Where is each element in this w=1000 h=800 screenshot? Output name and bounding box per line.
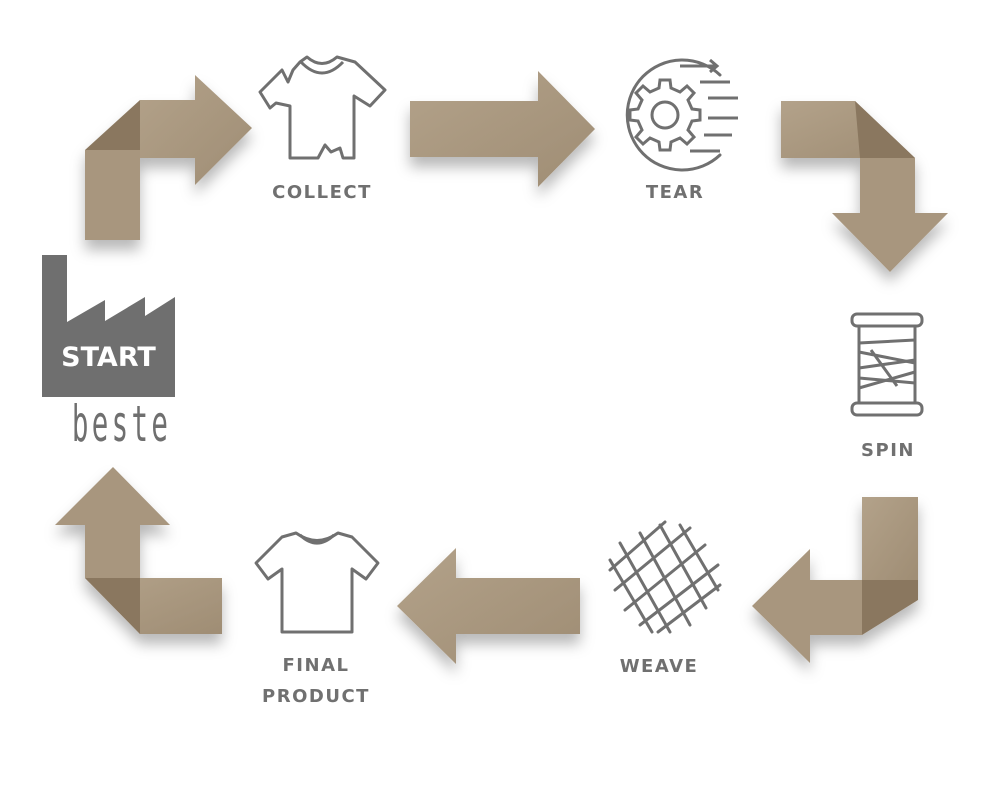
factory-icon <box>42 255 175 397</box>
thread-spool-icon <box>850 312 924 417</box>
arrow-weave-to-final <box>397 548 580 664</box>
torn-tshirt-icon <box>258 55 387 160</box>
arrow-start-to-collect <box>85 75 252 240</box>
start-label: START <box>61 342 156 373</box>
step-label-weave: WEAVE <box>619 656 699 677</box>
step-label-tear: TEAR <box>645 182 705 203</box>
step-label-spin: SPIN <box>861 440 915 461</box>
arrow-collect-to-tear <box>410 71 595 187</box>
arrow-spin-to-weave <box>752 497 918 663</box>
gear-motion-icon <box>625 58 738 172</box>
brand-logo: beste <box>71 395 172 453</box>
step-label-product: PRODUCT <box>262 686 370 707</box>
step-label-final: FINAL <box>282 655 350 676</box>
arrow-tear-to-spin <box>781 101 948 272</box>
woven-mesh-icon <box>608 520 722 634</box>
tshirt-icon <box>254 531 380 634</box>
arrow-final-to-start <box>55 467 222 634</box>
step-label-collect: COLLECT <box>272 182 372 203</box>
